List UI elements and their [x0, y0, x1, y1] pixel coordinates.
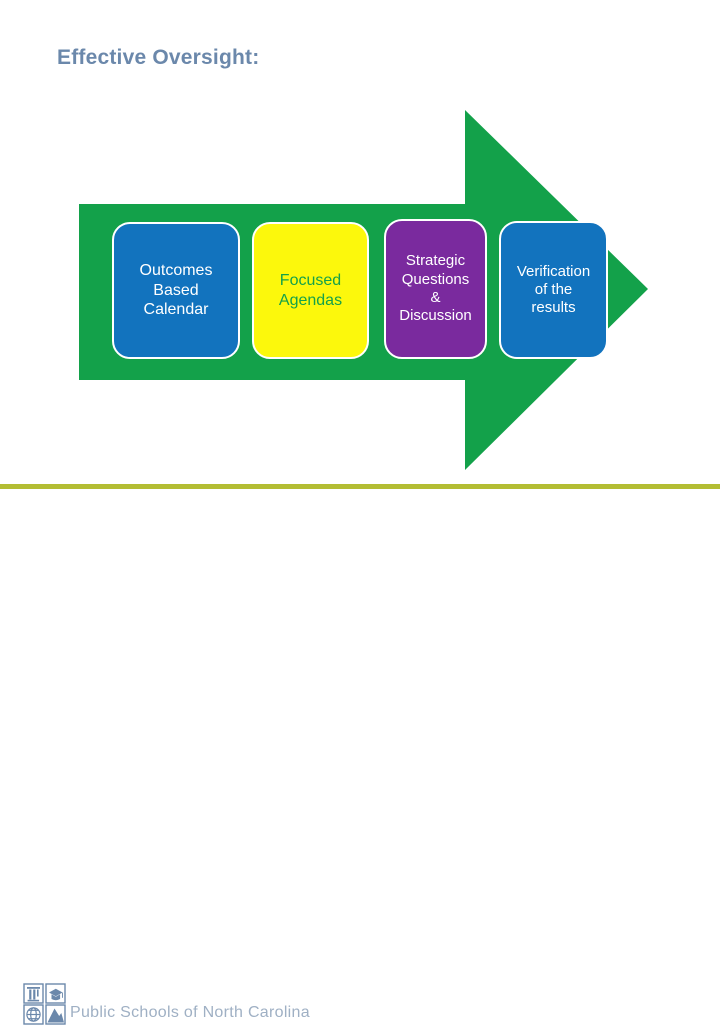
- footer-organization-name: Public Schools of North Carolina: [70, 1004, 310, 1021]
- process-step-4-label: Verification of the results: [516, 262, 591, 317]
- process-diagram: Outcomes Based Calendar Focused Agendas …: [0, 0, 720, 480]
- process-step-1[interactable]: Outcomes Based Calendar: [112, 222, 240, 359]
- globe-icon: [26, 1007, 41, 1022]
- process-step-3-label: Strategic Questions & Discussion: [399, 252, 472, 325]
- footer-bar: Public Schools of North Carolina: [0, 489, 720, 1025]
- footer-divider: [0, 484, 720, 489]
- mountain-figure-icon: [47, 1008, 64, 1023]
- process-step-2-label: Focused Agendas: [278, 271, 343, 309]
- process-step-3[interactable]: Strategic Questions & Discussion: [384, 219, 487, 359]
- process-step-1-label: Outcomes Based Calendar: [139, 262, 213, 319]
- process-step-4[interactable]: Verification of the results: [499, 221, 608, 359]
- public-schools-nc-logo: [23, 983, 66, 1025]
- graduation-cap-icon: [49, 988, 63, 1001]
- process-step-2[interactable]: Focused Agendas: [252, 222, 369, 359]
- page-title: Effective Oversight:: [57, 46, 260, 69]
- column-icon: [27, 987, 40, 1002]
